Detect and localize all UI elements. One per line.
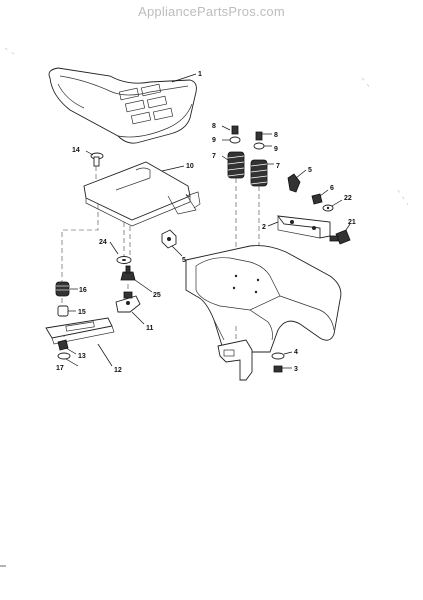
washer-17: [57, 352, 79, 367]
callout-21: 21: [348, 219, 356, 226]
callout-22: 22: [344, 195, 352, 202]
callout-9-left: 9: [212, 137, 216, 144]
washer-22: [322, 199, 343, 212]
knob-21: [329, 223, 351, 245]
callout-14: 14: [72, 147, 80, 154]
callout-6: 6: [330, 185, 334, 192]
callout-1: 1: [198, 71, 202, 78]
bracket-5-left: [161, 229, 183, 257]
callout-7-left: 7: [212, 153, 216, 160]
callout-24: 24: [99, 239, 107, 246]
angle-bracket-2: [267, 215, 331, 239]
callout-9-right: 9: [274, 146, 278, 153]
spring-stack-right: [250, 131, 274, 280]
bracket-5-right: [287, 169, 307, 193]
bolt-3: [273, 365, 292, 373]
pivot-bracket-11: [115, 291, 145, 325]
callout-10: 10: [186, 163, 194, 170]
watermark-text: AppliancePartsPros.com: [138, 4, 285, 19]
fender-body: [185, 245, 342, 353]
callout-labels: 1 14 10 8 9 7 8 9 7 5 6 22 2 21 5 24 25 …: [56, 71, 356, 374]
washer-24: [109, 241, 132, 264]
scan-artifacts: [0, 47, 409, 567]
callout-12: 12: [114, 367, 122, 374]
callout-8-right: 8: [274, 132, 278, 139]
callout-17: 17: [56, 365, 64, 372]
nut-6: [311, 189, 329, 205]
callout-5-right: 5: [308, 167, 312, 174]
nut-13: [57, 339, 77, 355]
callout-7-right: 7: [276, 163, 280, 170]
callout-8-left: 8: [212, 123, 216, 130]
callout-16: 16: [79, 287, 87, 294]
pivot-15: [57, 305, 76, 317]
lower-support: [217, 326, 253, 381]
seat-pan-10: [83, 161, 201, 227]
slide-rail-12: [45, 317, 115, 367]
callout-15: 15: [78, 309, 86, 316]
callout-11: 11: [146, 325, 154, 332]
callout-2: 2: [262, 224, 266, 231]
callout-5-left: 5: [182, 257, 186, 264]
knob-bolt-25: [120, 265, 153, 293]
callout-4: 4: [294, 349, 298, 356]
bolt-14: [85, 150, 104, 188]
washer-4: [271, 351, 293, 360]
callout-25: 25: [153, 292, 161, 299]
callout-3: 3: [294, 366, 298, 373]
spring-16: [55, 281, 78, 297]
seat-part: [48, 67, 197, 144]
callout-13: 13: [78, 353, 86, 360]
